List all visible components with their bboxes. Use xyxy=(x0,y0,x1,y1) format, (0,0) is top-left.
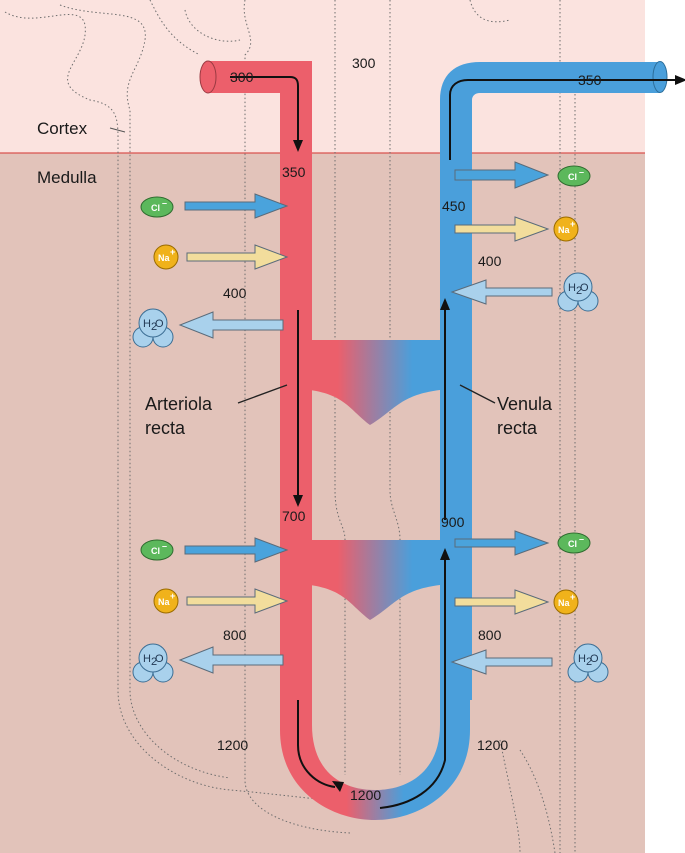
na-ion-sup: + xyxy=(170,247,175,257)
osmolality-arterial-mid: 700 xyxy=(282,508,306,524)
cl-ion-right-upper: Cl – xyxy=(558,166,590,186)
osmolality-right-lower: 800 xyxy=(478,627,502,643)
osmolality-venous-out: 350 xyxy=(578,72,602,88)
osmolality-arterial-upper: 350 xyxy=(282,164,306,180)
arteriola-label-line1: Arteriola xyxy=(145,394,213,414)
venula-label-line2: recta xyxy=(497,418,538,438)
na-ion-sup: + xyxy=(570,592,575,602)
h2o-label: H xyxy=(568,282,576,294)
cl-ion-label: Cl xyxy=(151,546,160,556)
na-ion-label: Na xyxy=(158,597,170,607)
cl-ion-sup: – xyxy=(162,198,167,208)
h2o-tail: O xyxy=(155,653,164,665)
h2o-tail: O xyxy=(155,318,164,330)
h2o-label: H xyxy=(143,653,151,665)
h2o-label: H xyxy=(143,318,151,330)
arteriola-label-line2: recta xyxy=(145,418,186,438)
na-ion-label: Na xyxy=(558,225,570,235)
cortex-label: Cortex xyxy=(37,119,88,138)
na-ion-left-lower: Na + xyxy=(154,589,178,613)
medulla-region xyxy=(0,153,645,853)
osmolality-cortex-interstitium: 300 xyxy=(352,55,376,71)
cl-ion-sup: – xyxy=(579,167,584,177)
h2o-label: H xyxy=(578,653,586,665)
osmolality-left-lower: 800 xyxy=(223,627,247,643)
cl-ion-left-upper: Cl – xyxy=(141,197,173,217)
osmolality-venous-mid: 900 xyxy=(441,514,465,530)
cl-ion-sup: – xyxy=(579,534,584,544)
osmolality-bottom: 1200 xyxy=(350,787,381,803)
cl-ion-label: Cl xyxy=(151,203,160,213)
medulla-label: Medulla xyxy=(37,168,97,187)
cl-ion-sup: – xyxy=(162,541,167,551)
osmolality-venous-upper: 450 xyxy=(442,198,466,214)
na-ion-right-lower: Na + xyxy=(554,590,578,614)
venula-label-line1: Venula xyxy=(497,394,553,414)
na-ion-right-upper: Na + xyxy=(554,217,578,241)
cl-ion-right-lower: Cl – xyxy=(558,533,590,553)
osmolality-left-upper: 400 xyxy=(223,285,247,301)
osmolality-right-upper: 400 xyxy=(478,253,502,269)
cl-ion-label: Cl xyxy=(568,172,577,182)
na-ion-label: Na xyxy=(158,253,170,263)
osmolality-arterial-in: 300 xyxy=(230,69,254,85)
na-ion-sup: + xyxy=(570,219,575,229)
h2o-tail: O xyxy=(580,282,589,294)
na-ion-sup: + xyxy=(170,591,175,601)
h2o-tail: O xyxy=(590,653,599,665)
cl-ion-label: Cl xyxy=(568,539,577,549)
na-ion-label: Na xyxy=(558,598,570,608)
na-ion-left-upper: Na + xyxy=(154,245,178,269)
osmolality-left-bottom: 1200 xyxy=(217,737,248,753)
cl-ion-left-lower: Cl – xyxy=(141,540,173,560)
osmolality-right-bottom: 1200 xyxy=(477,737,508,753)
